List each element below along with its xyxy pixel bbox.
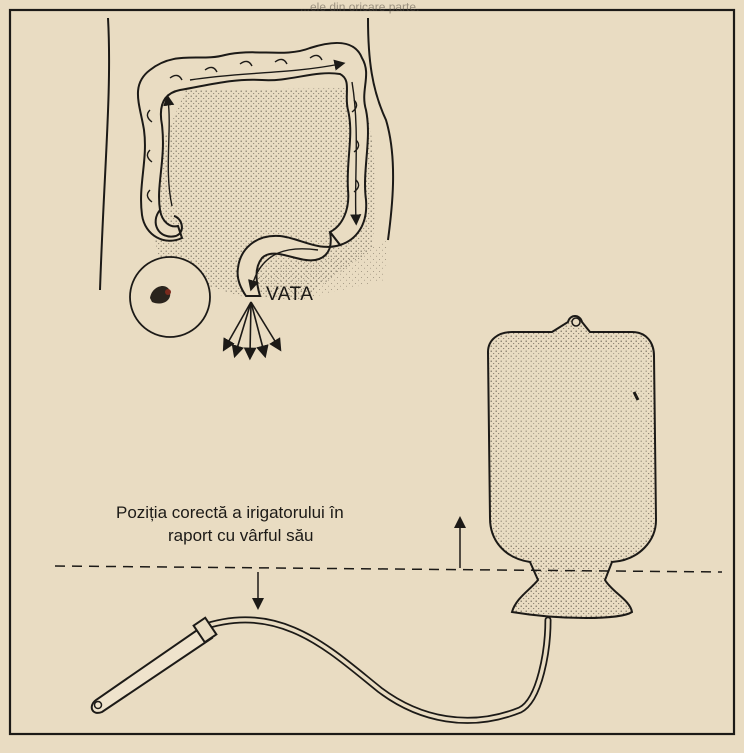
flow-arrows [226, 302, 278, 354]
irrigator-bag [488, 316, 656, 618]
tube [200, 620, 548, 721]
level-line [55, 566, 722, 572]
anus-closeup-circle [130, 257, 210, 337]
cotton-label: VATA [266, 284, 313, 306]
caption-line-2: raport cu vârful său [168, 526, 314, 546]
top-bleed-text: ...ele din oricare parte. [300, 0, 419, 14]
caption-line-1: Poziția corectă a irigatorului în [116, 503, 344, 523]
cannula [92, 618, 217, 713]
